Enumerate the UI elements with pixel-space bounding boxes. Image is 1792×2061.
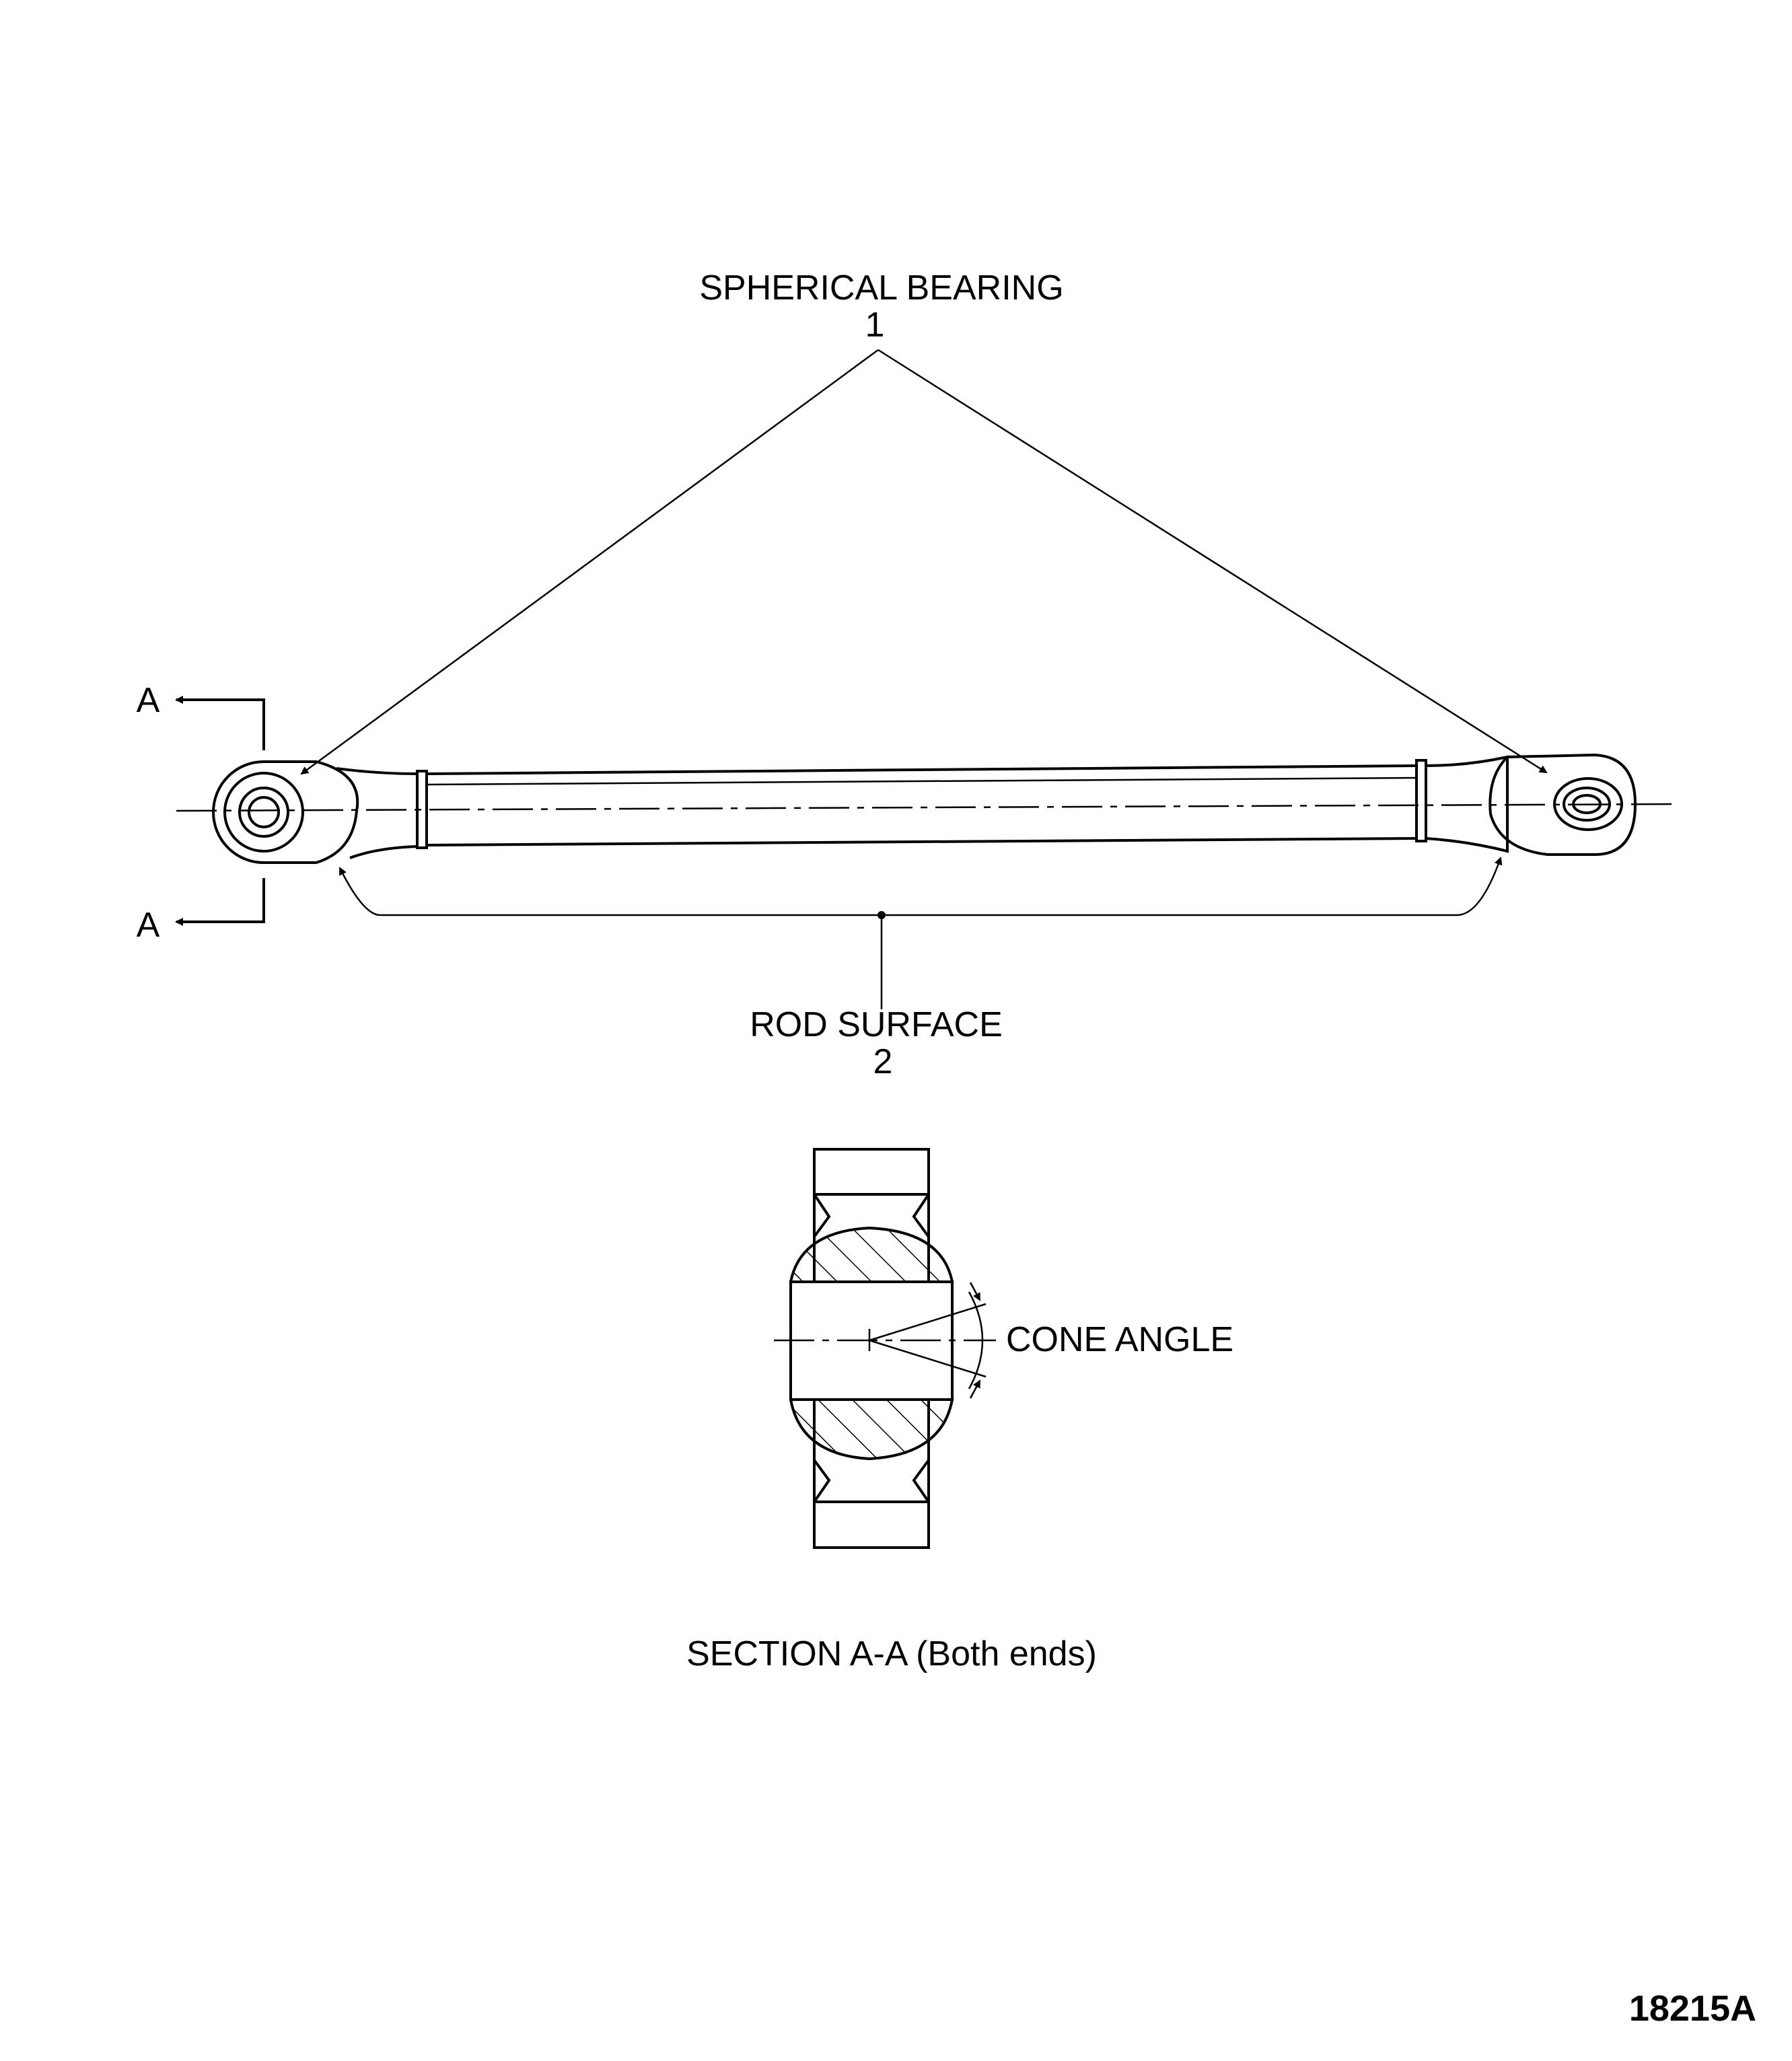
seal-groove-top-left	[813, 1193, 831, 1238]
cone-angle-line-upper	[869, 1303, 987, 1342]
cone-angle-line-lower	[869, 1339, 987, 1378]
rod-centerline	[176, 803, 1676, 812]
section-marker-bottom-arrow	[175, 878, 265, 926]
rod-surface-label: ROD SURFACE	[750, 1005, 1003, 1044]
rod-surface-number: 2	[873, 1042, 893, 1081]
ball-bottom-section	[789, 1398, 954, 1461]
cone-angle-arc	[968, 1291, 984, 1389]
rod-surface-callout: ROD SURFACE 2	[338, 857, 1503, 1081]
rod-surface-arrow-right	[1456, 857, 1503, 916]
rod-top-edge	[426, 764, 1417, 775]
section-marker-top-letter: A	[137, 681, 160, 720]
left-bearing-bore	[248, 796, 280, 828]
right-bearing-ball	[1563, 787, 1611, 822]
rod-tube	[426, 764, 1417, 846]
section-marker-top-arrow	[175, 696, 265, 750]
section-caption: SECTION A-A (Both ends)	[686, 1634, 1097, 1673]
cone-angle-arrow-top	[969, 1282, 981, 1301]
section-view: CONE ANGLE	[774, 1148, 1233, 1549]
section-marker-bottom-letter: A	[137, 906, 160, 945]
seal-groove-top-right	[912, 1193, 930, 1238]
left-rod-end-body	[212, 760, 359, 864]
rod-highlight-line	[426, 776, 1417, 786]
rod-bottom-edge	[426, 837, 1417, 846]
right-rod-end-body	[1489, 753, 1637, 856]
leader-line-right-bearing	[877, 349, 1548, 774]
figure-number: 18215A	[1629, 1988, 1756, 2029]
left-neck	[336, 767, 419, 859]
right-collar	[1415, 759, 1427, 842]
rod-assembly	[176, 753, 1676, 864]
section-markers: A A	[137, 681, 265, 945]
cone-angle-label: CONE ANGLE	[1006, 1320, 1233, 1359]
spherical-bearing-label: SPHERICAL BEARING	[699, 268, 1063, 308]
left-bearing-outer-ring	[223, 772, 304, 853]
seal-groove-bottom-left	[813, 1459, 831, 1503]
right-bearing-outer-ring	[1553, 777, 1623, 831]
seal-groove-bottom-right	[912, 1459, 930, 1503]
spherical-bearing-number: 1	[865, 305, 885, 345]
right-rod-end	[1415, 753, 1637, 856]
left-bearing-ball	[238, 787, 289, 838]
spherical-bearing-callout: SPHERICAL BEARING 1	[300, 268, 1548, 775]
right-neck	[1425, 755, 1509, 853]
ball-top-section	[789, 1226, 954, 1283]
right-bearing-bore	[1572, 794, 1602, 814]
left-rod-end	[212, 760, 428, 864]
left-collar	[416, 770, 428, 849]
leader-line-left-bearing	[300, 349, 879, 775]
cone-angle-arrow-bottom	[969, 1379, 981, 1399]
rod-surface-arrow-left	[338, 867, 381, 916]
